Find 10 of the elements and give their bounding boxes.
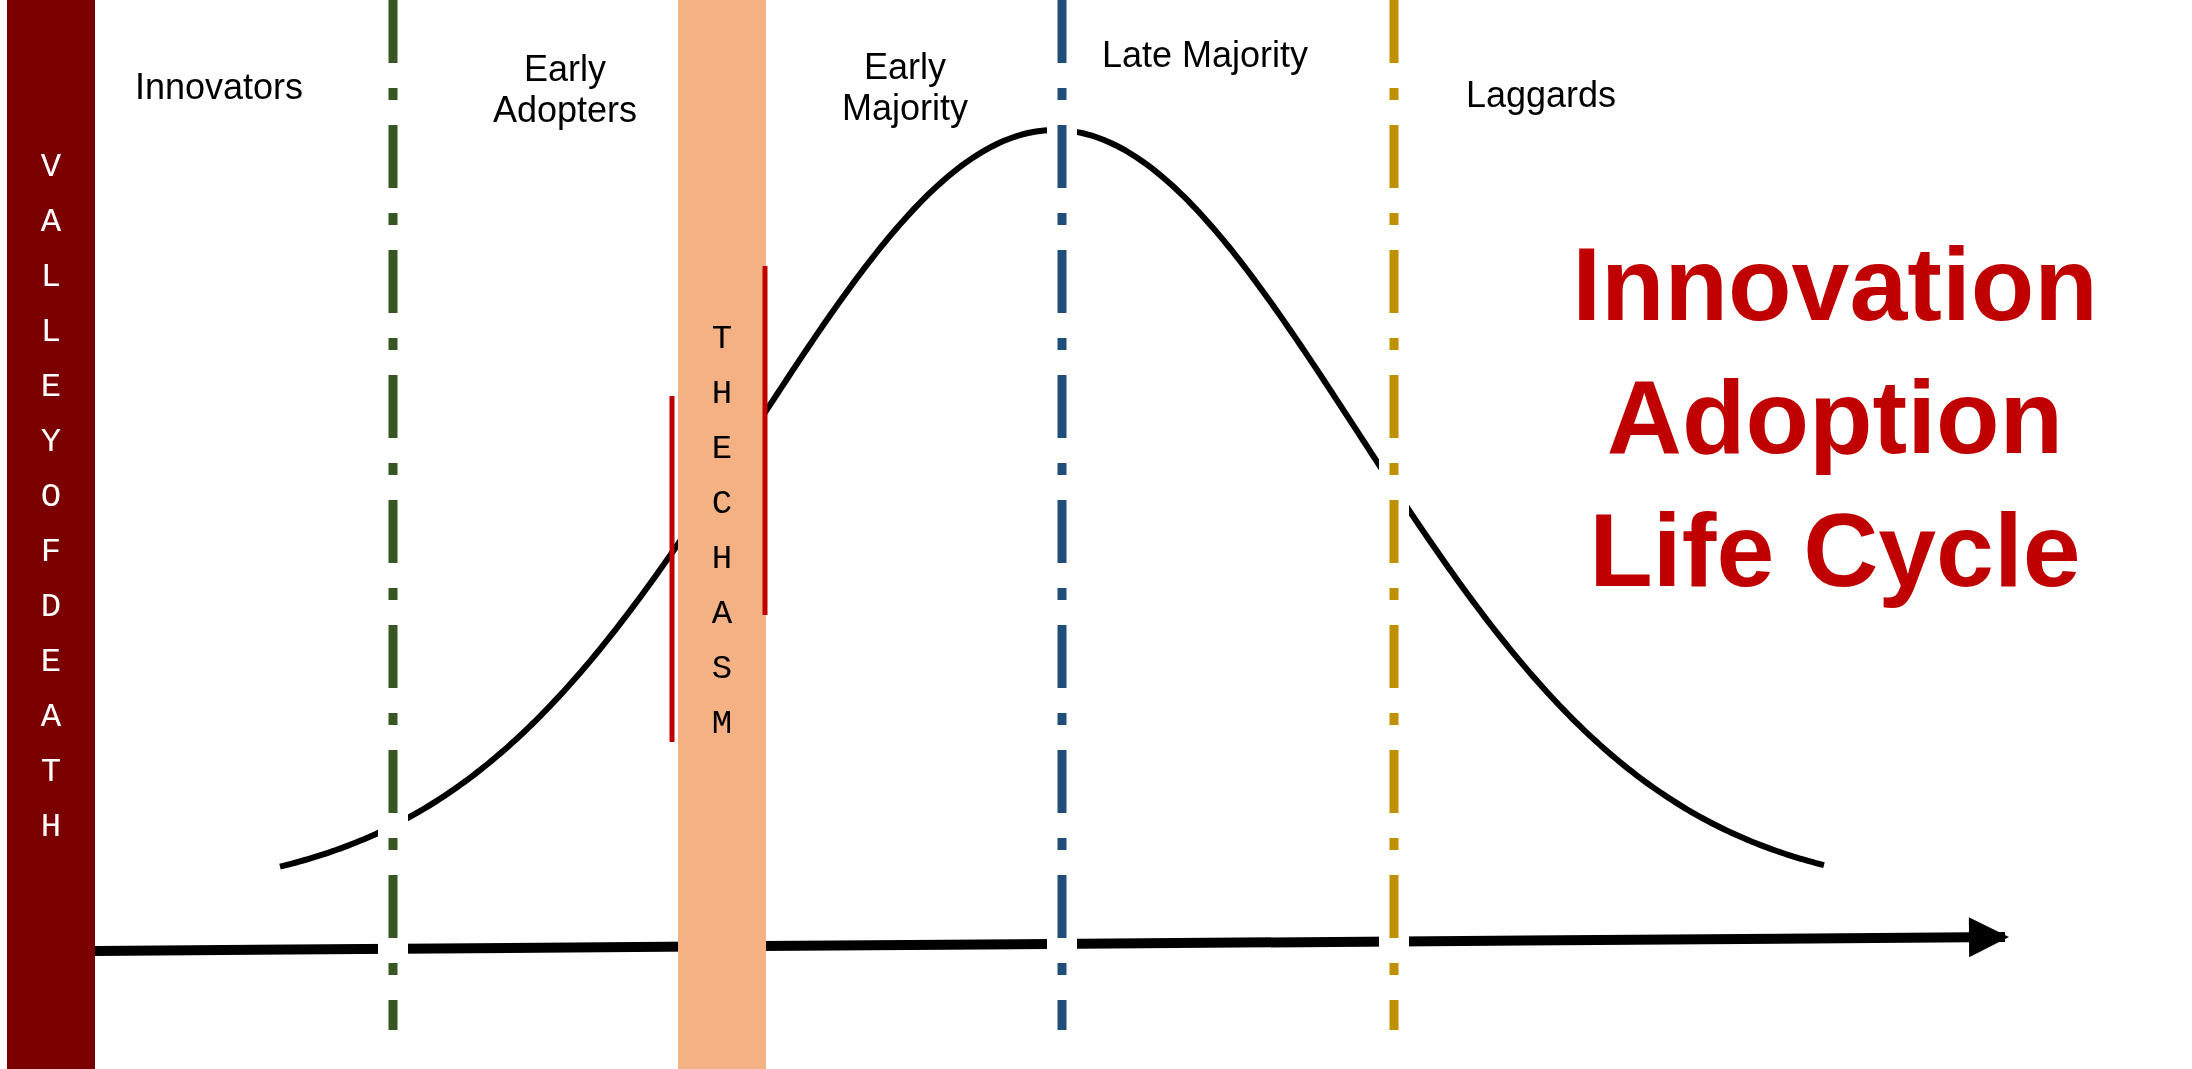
segment-label: Innovators [133,66,305,108]
diagram-title: Innovation Adoption Life Cycle [1571,225,2099,610]
segment-label: Early Adopters [491,48,639,131]
segment-label: Laggards [1464,74,1618,116]
segment-label: Early Majority [841,46,969,129]
vertical-label: VALLEY OF DEATH [40,147,62,848]
segment-label: Late Majority [1100,34,1310,76]
vertical-label: THE CHASM [711,319,733,745]
valley-of-death-bar [7,0,95,1069]
chasm-band [678,0,766,1069]
